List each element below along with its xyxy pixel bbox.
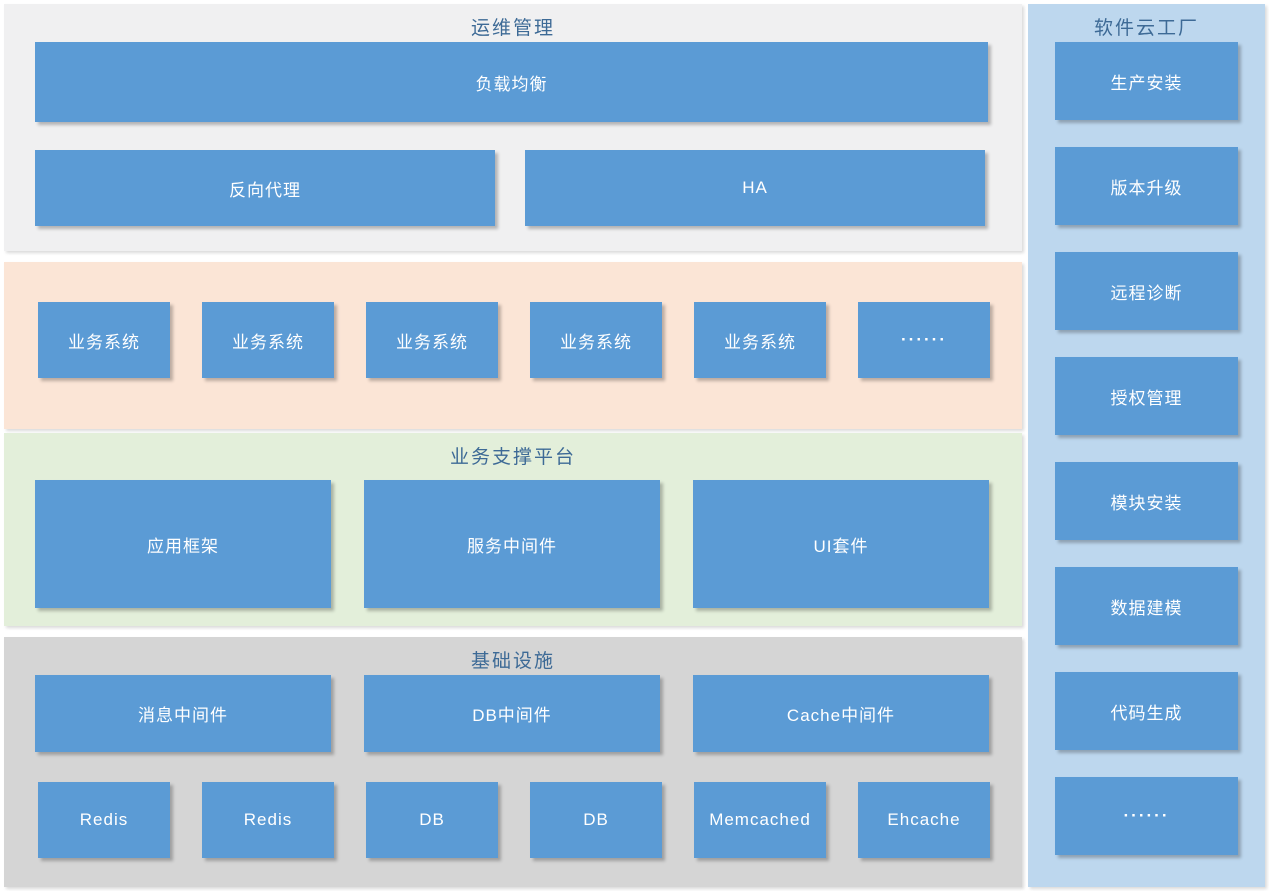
box-db-middleware: DB中间件	[364, 675, 660, 752]
box-ha: HA	[525, 150, 985, 226]
box-ehcache: Ehcache	[858, 782, 990, 858]
band-support-platform: 业务支撑平台 应用框架 服务中间件 UI套件	[4, 433, 1022, 626]
band-ops-management: 运维管理 负载均衡 反向代理 HA	[4, 4, 1022, 251]
platform-row: 应用框架 服务中间件 UI套件	[4, 480, 1022, 608]
infra-middleware-row: 消息中间件 DB中间件 Cache中间件	[4, 675, 1022, 752]
box-business-system: 业务系统	[202, 302, 334, 378]
sidebar-item-code-generation: 代码生成	[1055, 672, 1238, 750]
sidebar-item-data-modeling: 数据建模	[1055, 567, 1238, 645]
box-business-system-ellipsis: ······	[858, 302, 990, 378]
box-message-middleware: 消息中间件	[35, 675, 331, 752]
band-infrastructure: 基础设施 消息中间件 DB中间件 Cache中间件 Redis Redis DB…	[4, 637, 1022, 887]
box-db-2: DB	[530, 782, 662, 858]
sidebar-item-license-management: 授权管理	[1055, 357, 1238, 435]
box-redis-2: Redis	[202, 782, 334, 858]
box-app-framework: 应用框架	[35, 480, 331, 608]
box-redis-1: Redis	[38, 782, 170, 858]
box-reverse-proxy: 反向代理	[35, 150, 495, 226]
infra-instances-row: Redis Redis DB DB Memcached Ehcache	[4, 782, 1022, 858]
business-systems-row: 业务系统 业务系统 业务系统 业务系统 业务系统 ······	[4, 262, 1022, 378]
main-column: 运维管理 负载均衡 反向代理 HA 业务系统 业务系统 业务系统 业务系统 业务…	[4, 4, 1022, 887]
box-service-middleware: 服务中间件	[364, 480, 660, 608]
box-db-1: DB	[366, 782, 498, 858]
band-infra-title: 基础设施	[470, 651, 555, 672]
box-memcached: Memcached	[694, 782, 826, 858]
box-business-system: 业务系统	[38, 302, 170, 378]
sidebar-item-version-upgrade: 版本升级	[1055, 147, 1238, 225]
sidebar-item-module-install: 模块安装	[1055, 462, 1238, 540]
band-business-systems: 业务系统 业务系统 业务系统 业务系统 业务系统 ······	[4, 262, 1022, 429]
sidebar-item-remote-diagnosis: 远程诊断	[1055, 252, 1238, 330]
box-business-system: 业务系统	[530, 302, 662, 378]
box-cache-middleware: Cache中间件	[693, 675, 989, 752]
box-ui-suite: UI套件	[693, 480, 989, 608]
sidebar-cloud-factory: 软件云工厂 生产安装 版本升级 远程诊断 授权管理 模块安装 数据建模 代码生成…	[1028, 4, 1265, 887]
band-ops-title: 运维管理	[470, 18, 555, 39]
band-platform-title: 业务支撑平台	[449, 447, 576, 468]
box-load-balancer: 负载均衡	[35, 42, 988, 122]
box-business-system: 业务系统	[366, 302, 498, 378]
sidebar-item-production-install: 生产安装	[1055, 42, 1238, 120]
sidebar-title: 软件云工厂	[1093, 18, 1199, 39]
box-business-system: 业务系统	[694, 302, 826, 378]
sidebar-item-ellipsis: ······	[1055, 777, 1238, 855]
ops-row: 反向代理 HA	[4, 150, 1022, 226]
